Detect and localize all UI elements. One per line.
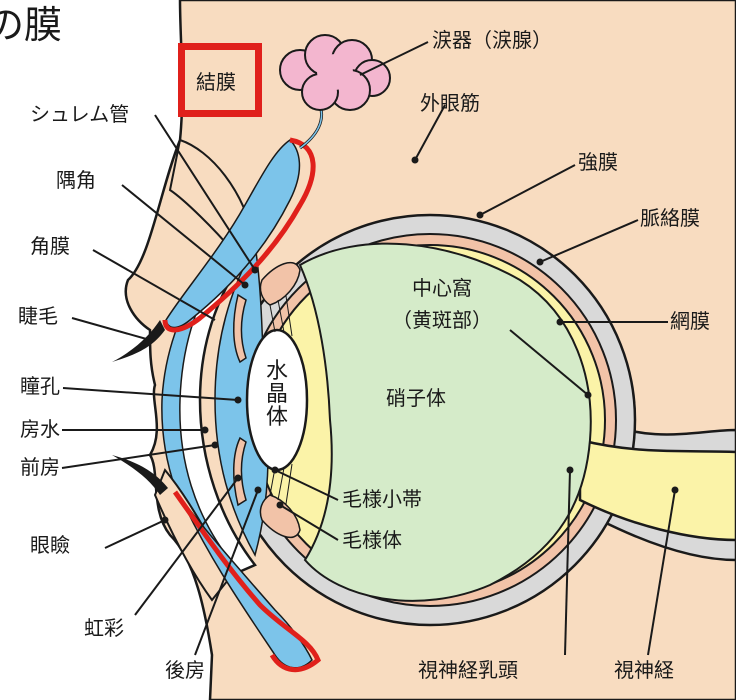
label-angle: 隅角 [56, 168, 96, 192]
label-anterior-chamber: 前房 [20, 455, 60, 479]
label-iris: 虹彩 [84, 616, 124, 640]
label-choroid: 脈絡膜 [640, 206, 700, 230]
label-optic-nerve: 視神経 [614, 658, 674, 682]
ciliary-body-upper [259, 261, 301, 306]
label-cornea: 角膜 [30, 234, 70, 258]
label-pupil: 瞳孔 [20, 374, 60, 398]
label-retina: 網膜 [670, 309, 710, 333]
label-eyelid: 眼瞼 [30, 533, 70, 557]
label-lens-char-2: 晶 [265, 382, 288, 408]
label-optic-disc: 視神経乳頭 [418, 658, 518, 682]
label-lens-char-3: 体 [265, 405, 288, 431]
label-posterior-chamber: 後房 [165, 658, 205, 682]
label-extraocular-muscle: 外眼筋 [420, 91, 480, 115]
ciliary-body-lower [259, 494, 301, 539]
label-zonule: 毛様小帯 [342, 487, 422, 511]
conjunctiva-highlight-box [178, 43, 262, 117]
label-lens-char-1: 水 [265, 359, 288, 384]
label-sclera: 強膜 [578, 150, 618, 174]
eyelash-upper [112, 320, 165, 362]
lower-eyelid [153, 468, 234, 602]
label-eyelash: 睫毛 [18, 304, 58, 328]
label-lacrimal-gland: 涙器（涙腺） [432, 28, 552, 52]
conjunctiva-lower-highlight [172, 490, 321, 672]
label-schlemm-canal: シュレム管 [30, 102, 130, 126]
leader-lines [61, 41, 676, 656]
label-vitreous: 硝子体 [386, 386, 446, 410]
label-macula: （黄斑部） [392, 308, 492, 332]
label-ciliary-body: 毛様体 [342, 528, 402, 552]
leader-dots [161, 156, 679, 524]
label-aqueous-humor: 房水 [20, 417, 60, 441]
optic-nerve [578, 438, 736, 542]
iris-upper [232, 293, 247, 364]
label-conjunctiva: 結膜 [196, 70, 236, 94]
conjunctiva-upper-highlight [162, 137, 316, 333]
lacrimal-gland [279, 34, 391, 111]
label-fovea: 中心窩 [412, 276, 472, 300]
eyelash-lower [112, 455, 168, 495]
vitreous-body [298, 242, 592, 602]
label-lens: 水 晶 体 [264, 360, 290, 429]
page-title: の膜 [0, 3, 63, 47]
